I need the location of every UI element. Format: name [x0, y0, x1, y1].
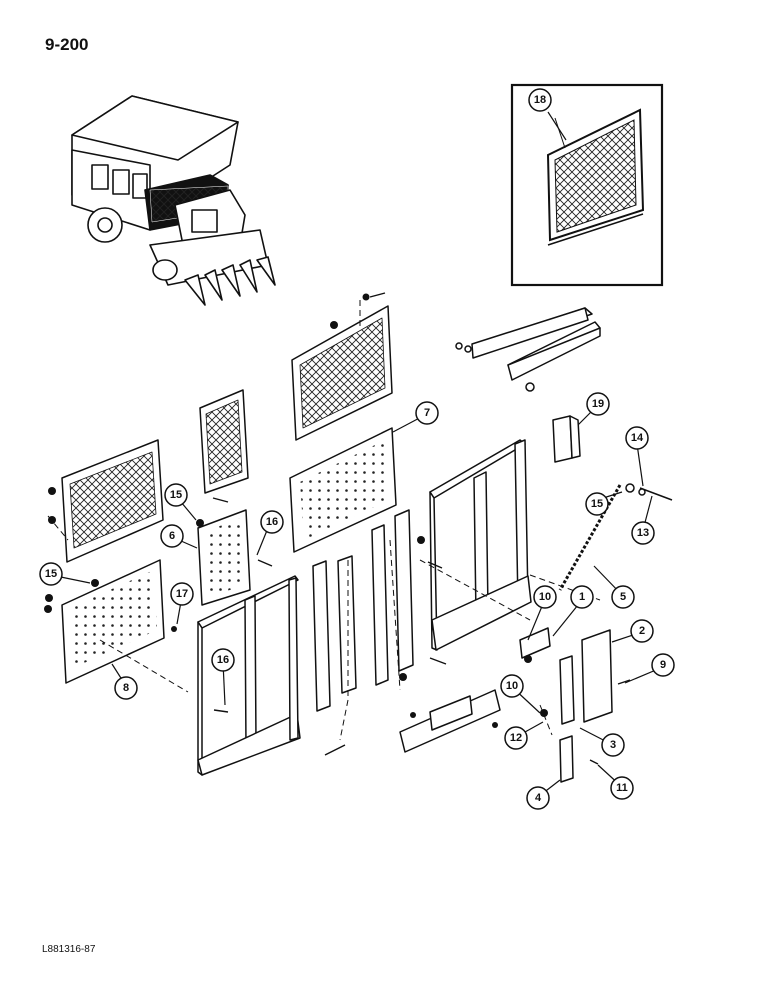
svg-text:6: 6	[169, 530, 175, 542]
callout-16-a: 16	[260, 510, 284, 534]
svg-text:7: 7	[424, 407, 430, 419]
callout-4: 4	[526, 786, 550, 810]
svg-text:15: 15	[45, 568, 57, 580]
callout-5: 5	[611, 585, 635, 609]
svg-text:4: 4	[535, 792, 542, 804]
svg-text:16: 16	[217, 654, 229, 666]
svg-text:10: 10	[506, 680, 518, 692]
svg-text:15: 15	[591, 498, 603, 510]
callout-10-b: 10	[500, 674, 524, 698]
callout-18: 18	[528, 88, 552, 112]
machine-overview-illustration	[71, 95, 276, 306]
callout-15-b: 15	[164, 483, 188, 507]
callout-16-b: 16	[211, 648, 235, 672]
callout-12: 12	[504, 726, 528, 750]
callout-2: 2	[630, 619, 654, 643]
svg-text:13: 13	[637, 527, 649, 539]
svg-text:1: 1	[579, 591, 585, 603]
svg-text:17: 17	[176, 588, 188, 600]
callout-15-c: 15	[39, 562, 63, 586]
svg-text:11: 11	[616, 782, 628, 794]
callout-7: 7	[415, 401, 439, 425]
callout-17: 17	[170, 582, 194, 606]
callout-10-a: 10	[533, 585, 557, 609]
footer-code: L881316-87	[42, 944, 96, 955]
callout-8: 8	[114, 676, 138, 700]
callout-3: 3	[601, 733, 625, 757]
svg-text:16: 16	[266, 516, 278, 528]
callout-1: 1	[570, 585, 594, 609]
svg-text:14: 14	[631, 432, 644, 444]
svg-text:9: 9	[660, 659, 666, 671]
inset-panel-box	[510, 83, 664, 287]
callout-6: 6	[160, 524, 184, 548]
callout-15-a: 15	[585, 492, 609, 516]
svg-text:19: 19	[592, 398, 604, 410]
svg-text:12: 12	[510, 732, 522, 744]
svg-text:3: 3	[610, 739, 616, 751]
svg-text:5: 5	[620, 591, 626, 603]
exploded-parts	[44, 292, 673, 783]
callout-19: 19	[586, 392, 610, 416]
callout-11: 11	[610, 776, 634, 800]
svg-text:18: 18	[534, 94, 546, 106]
callout-markers: 18 7 19 14 15 13 15 6 16 15 17 8 16 5 1 …	[39, 88, 675, 810]
callout-13: 13	[631, 521, 655, 545]
svg-text:15: 15	[170, 489, 182, 501]
svg-text:2: 2	[639, 625, 645, 637]
svg-text:10: 10	[539, 591, 551, 603]
callout-9: 9	[651, 653, 675, 677]
svg-text:8: 8	[123, 682, 129, 694]
page-number: 9-200	[45, 35, 89, 54]
callout-14: 14	[625, 426, 649, 450]
